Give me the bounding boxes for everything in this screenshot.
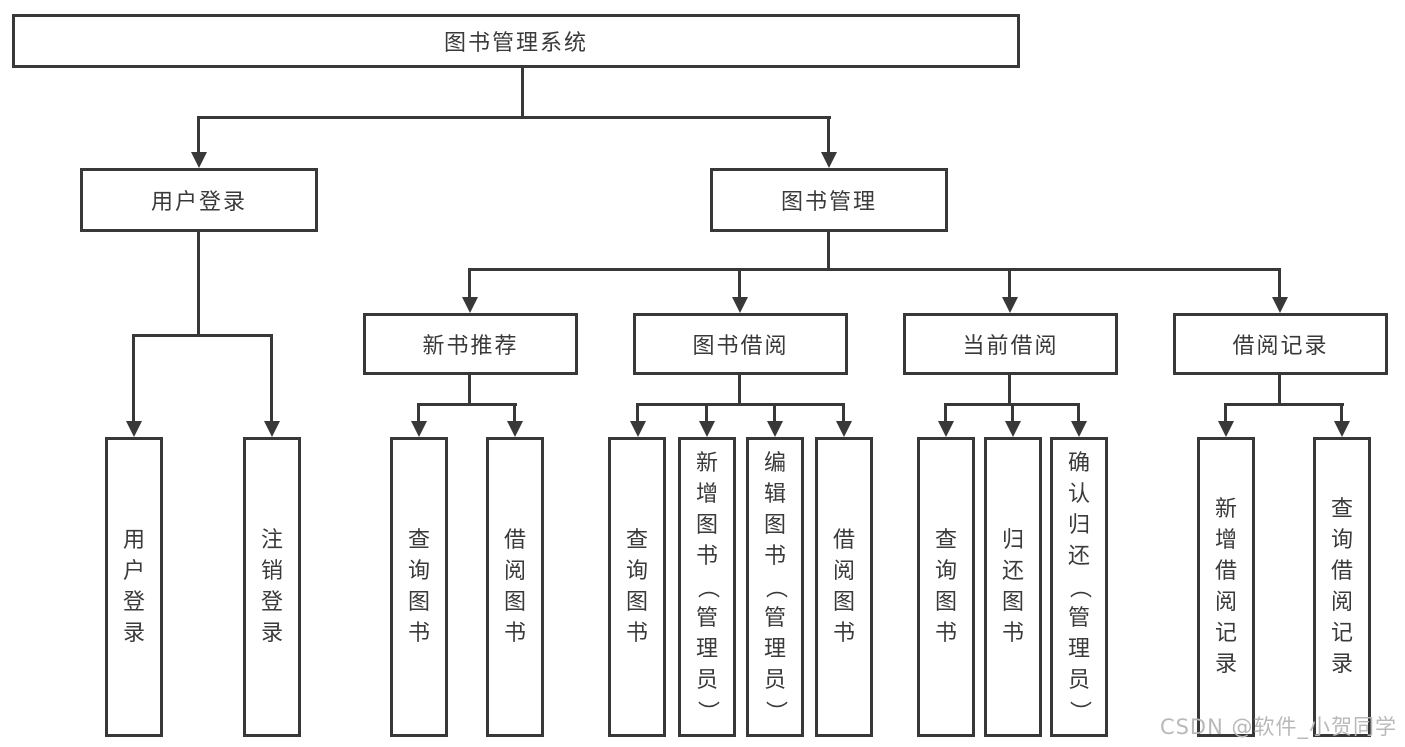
- node-label: 用户登录: [122, 528, 145, 646]
- node-label: 当前借阅: [962, 334, 1059, 359]
- connector-line: [197, 116, 831, 119]
- connector-line: [1278, 268, 1281, 297]
- node-label: 查询图书: [934, 528, 957, 646]
- node-user-login: 用户登录: [80, 168, 318, 232]
- connector-line: [1008, 375, 1011, 406]
- node-leaf-borrow-books: 借阅图书: [815, 437, 873, 737]
- connector-line: [1224, 403, 1227, 421]
- node-leaf-return-books: 归还图书: [984, 437, 1042, 737]
- arrow-down-icon: [191, 152, 207, 168]
- arrow-down-icon: [767, 421, 783, 437]
- connector-line: [705, 403, 708, 421]
- arrow-down-icon: [1218, 421, 1234, 437]
- arrow-down-icon: [1272, 297, 1288, 313]
- connector-line: [468, 268, 471, 297]
- connector-line: [270, 334, 273, 421]
- node-leaf-newbook-borrow-books: 借阅图书: [486, 437, 544, 737]
- node-label: 归还图书: [1001, 528, 1024, 646]
- node-label: 借阅图书: [832, 528, 855, 646]
- node-label: 新增借阅记录: [1214, 497, 1237, 677]
- arrow-down-icon: [264, 421, 280, 437]
- connector-line: [521, 68, 524, 119]
- node-label: 用户登录: [150, 190, 247, 215]
- connector-line: [197, 116, 200, 152]
- arrow-down-icon: [1334, 421, 1350, 437]
- node-current-borrowing: 当前借阅: [903, 313, 1118, 375]
- node-label: 编辑图书（管理员）: [762, 450, 788, 723]
- connector-line: [417, 403, 420, 421]
- arrow-down-icon: [1002, 297, 1018, 313]
- node-label: 新增图书（管理员）: [694, 450, 720, 723]
- connector-line: [132, 334, 135, 421]
- connector-line: [197, 232, 200, 337]
- arrow-down-icon: [1071, 421, 1087, 437]
- node-book-borrowing: 图书借阅: [633, 313, 848, 375]
- node-leaf-logout: 注销登录: [243, 437, 301, 737]
- connector-line: [417, 403, 517, 406]
- arrow-down-icon: [462, 297, 478, 313]
- connector-line: [636, 403, 845, 406]
- connector-line: [738, 375, 741, 406]
- node-leaf-add-borrow-record: 新增借阅记录: [1197, 437, 1255, 737]
- connector-line: [1224, 403, 1344, 406]
- node-label: 借阅图书: [503, 528, 526, 646]
- arrow-down-icon: [821, 152, 837, 168]
- node-library-system: 图书管理系统: [12, 14, 1020, 68]
- node-new-book-recommend: 新书推荐: [363, 313, 578, 375]
- node-leaf-borrowing-query-books: 查询图书: [608, 437, 666, 737]
- arrow-down-icon: [630, 421, 646, 437]
- node-label: 图书借阅: [692, 334, 789, 359]
- connector-line: [132, 334, 273, 337]
- connector-line: [944, 403, 947, 421]
- watermark-text: CSDN @软件_小贺同学: [1159, 715, 1397, 739]
- node-book-management: 图书管理: [710, 168, 948, 232]
- node-label: 图书管理: [780, 190, 877, 215]
- connector-line: [1077, 403, 1080, 421]
- node-label: 图书管理系统: [443, 31, 588, 56]
- node-label: 查询借阅记录: [1330, 497, 1353, 677]
- connector-line: [773, 403, 776, 421]
- node-leaf-edit-books-admin: 编辑图书（管理员）: [746, 437, 804, 737]
- node-leaf-query-borrow-record: 查询借阅记录: [1313, 437, 1371, 737]
- arrow-down-icon: [732, 297, 748, 313]
- connector-line: [827, 116, 830, 152]
- connector-line: [513, 403, 516, 421]
- connector-line: [1340, 403, 1343, 421]
- connector-line: [1011, 403, 1014, 421]
- node-leaf-newbook-query-books: 查询图书: [390, 437, 448, 737]
- connector-line: [1278, 375, 1281, 406]
- node-leaf-current-query-books: 查询图书: [917, 437, 975, 737]
- node-label: 确认归还（管理员）: [1066, 450, 1092, 723]
- arrow-down-icon: [1005, 421, 1021, 437]
- node-leaf-user-login: 用户登录: [105, 437, 163, 737]
- arrow-down-icon: [126, 421, 142, 437]
- connector-line: [1008, 268, 1011, 297]
- node-label: 新书推荐: [422, 334, 519, 359]
- connector-line: [468, 268, 1281, 271]
- arrow-down-icon: [411, 421, 427, 437]
- node-label: 借阅记录: [1232, 334, 1329, 359]
- node-leaf-confirm-return-admin: 确认归还（管理员）: [1050, 437, 1108, 737]
- connector-line: [468, 375, 471, 406]
- arrow-down-icon: [699, 421, 715, 437]
- connector-line: [827, 232, 830, 271]
- arrow-down-icon: [938, 421, 954, 437]
- node-label: 查询图书: [625, 528, 648, 646]
- node-label: 查询图书: [407, 528, 430, 646]
- node-borrow-records: 借阅记录: [1173, 313, 1388, 375]
- connector-line: [738, 268, 741, 297]
- node-leaf-add-books-admin: 新增图书（管理员）: [678, 437, 736, 737]
- connector-line: [636, 403, 639, 421]
- arrow-down-icon: [836, 421, 852, 437]
- node-label: 注销登录: [260, 528, 283, 646]
- arrow-down-icon: [507, 421, 523, 437]
- connector-line: [842, 403, 845, 421]
